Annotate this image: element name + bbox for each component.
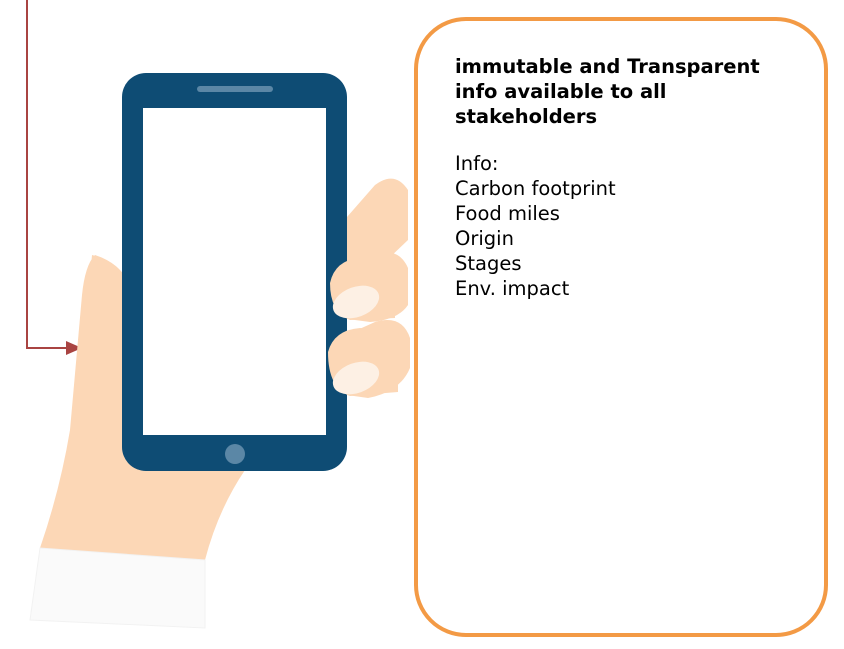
list-item: Origin <box>455 227 514 250</box>
info-list: Carbon footprint Food miles Origin Stage… <box>455 176 795 301</box>
home-button-icon <box>225 444 245 464</box>
list-item: Env. impact <box>455 277 570 300</box>
list-item: Carbon footprint <box>455 177 616 200</box>
sleeve <box>29 547 206 629</box>
fingernail <box>332 361 380 395</box>
list-item: Food miles <box>455 202 560 225</box>
info-callout-box <box>414 17 828 637</box>
arrow-head-icon <box>66 341 82 355</box>
phone-speaker <box>197 86 273 92</box>
connector-arrow <box>26 0 82 355</box>
info-headline: immutable and Transparent info available… <box>455 55 760 128</box>
smartphone-icon <box>122 73 347 471</box>
info-callout-text: immutable and Transparent info available… <box>455 54 795 301</box>
fingernail <box>332 285 380 319</box>
fingertips <box>328 258 398 396</box>
phone-screen <box>143 108 326 435</box>
info-heading: Info: <box>455 152 499 175</box>
list-item: Stages <box>455 252 522 275</box>
